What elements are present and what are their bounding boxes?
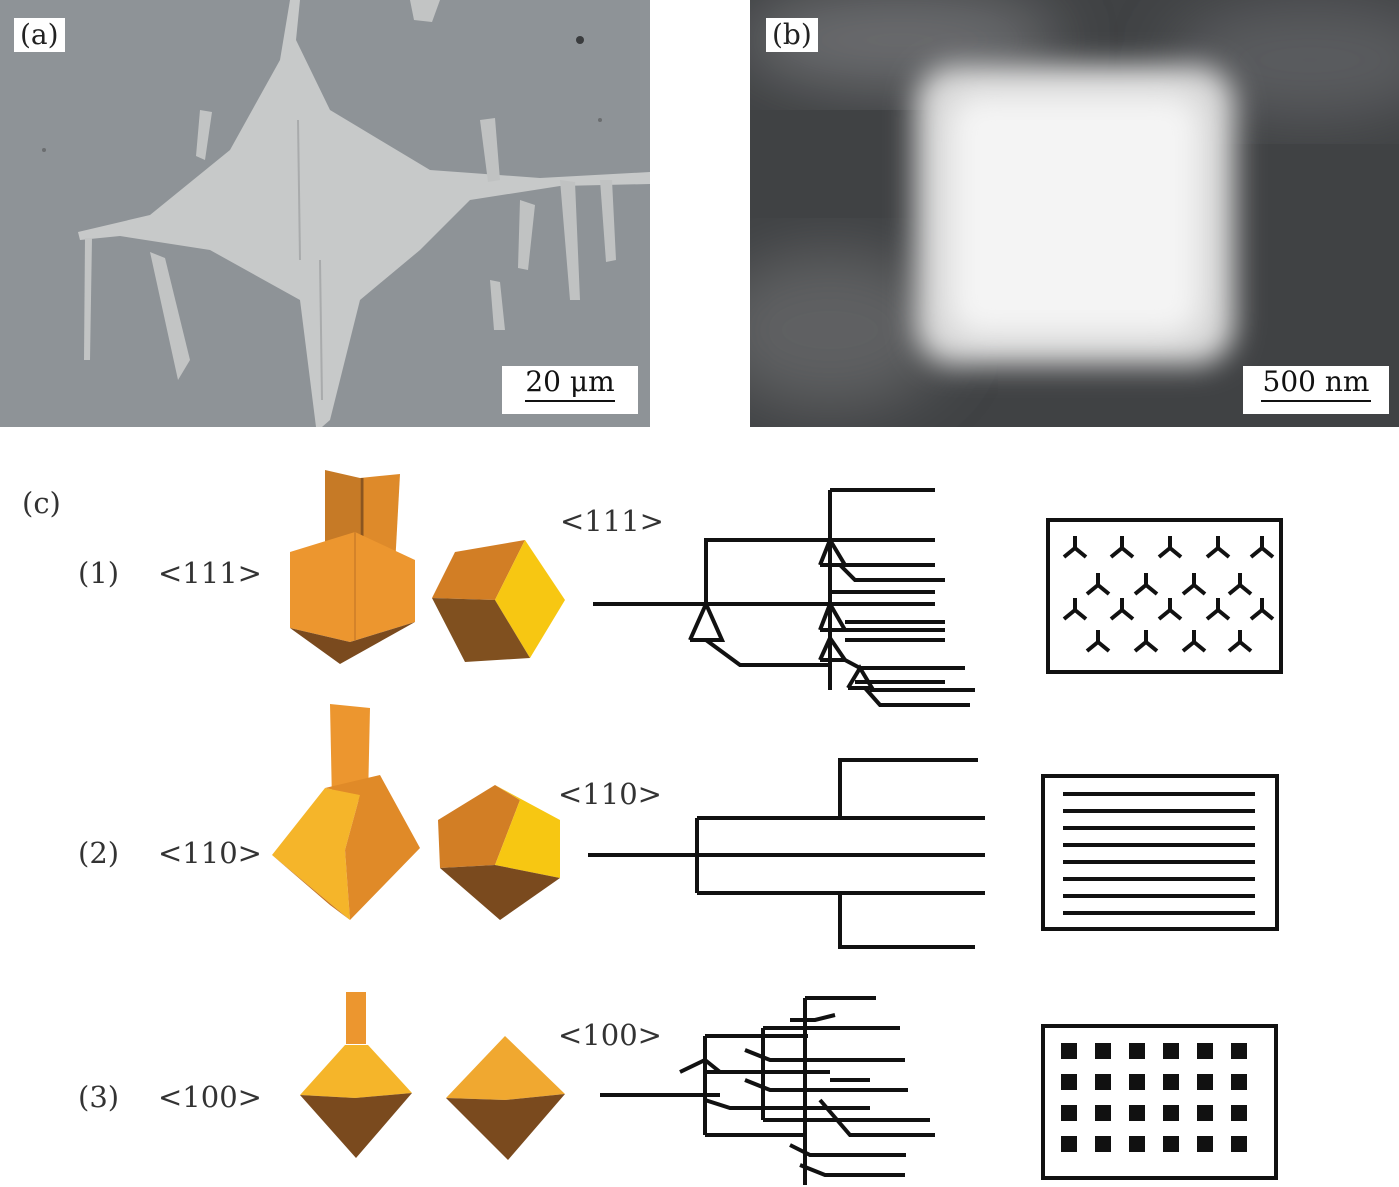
micrograph-a: [0, 0, 650, 427]
tripod-mark: [1181, 630, 1207, 653]
grid-square: [1163, 1105, 1179, 1121]
grid-square: [1163, 1074, 1179, 1090]
row-2-direction: <110>: [158, 836, 262, 870]
row-3-index: (3): [78, 1080, 120, 1114]
grid-square: [1129, 1105, 1145, 1121]
row-1-direction: <111>: [158, 556, 262, 590]
tripod-mark: [1227, 573, 1253, 596]
tripod-mark: [1181, 573, 1207, 596]
row-3-branch-label: <100>: [558, 1018, 662, 1052]
row-2-branch-label: <110>: [558, 777, 662, 811]
tripod-mark: [1085, 573, 1111, 596]
grid-square: [1129, 1136, 1145, 1152]
tripod-mark: [1085, 630, 1111, 653]
grid-square: [1163, 1136, 1179, 1152]
cube-particle-image: [750, 0, 1399, 427]
tripod-mark: [1249, 598, 1275, 621]
row-1-pattern-box: [1046, 518, 1283, 674]
tripod-mark: [1205, 536, 1231, 559]
panel-b-label: (b): [766, 18, 818, 52]
row-2-crystal-plain: [438, 785, 560, 920]
row-2-branch-tree: [588, 758, 985, 949]
tripod-mark: [1157, 598, 1183, 621]
grid-square: [1061, 1136, 1077, 1152]
grid-square: [1231, 1043, 1247, 1059]
grid-square: [1095, 1105, 1111, 1121]
scale-bar-b-text: 500 nm: [1262, 365, 1370, 398]
grid-square: [1231, 1136, 1247, 1152]
row-3-pattern-box: [1041, 1024, 1278, 1180]
row-1-tripod-marks: [1062, 536, 1275, 653]
grid-square: [1197, 1136, 1213, 1152]
grid-square: [1129, 1043, 1145, 1059]
grid-square: [1095, 1074, 1111, 1090]
tripod-mark: [1157, 536, 1183, 559]
tripod-mark: [1133, 573, 1159, 596]
grid-square: [1061, 1074, 1077, 1090]
row-1-branch-label: <111>: [560, 504, 664, 538]
row-2-index: (2): [78, 836, 120, 870]
panel-a-label: (a): [14, 18, 65, 52]
tripod-mark: [1109, 536, 1135, 559]
tripod-mark: [1133, 630, 1159, 653]
scale-bar-a-line: [525, 400, 615, 402]
grid-square: [1095, 1043, 1111, 1059]
row-3-branch-tree: [600, 996, 935, 1185]
row-2-parallel-lines: [1063, 792, 1255, 915]
scale-bar-b: 500 nm: [1243, 366, 1389, 414]
grid-square: [1129, 1074, 1145, 1090]
row-1-branch-tree: [593, 488, 975, 707]
grid-square: [1061, 1043, 1077, 1059]
micrograph-b: [750, 0, 1399, 427]
row-1-crystal-with-branch: [290, 470, 415, 664]
row-3-crystal-with-branch: [300, 992, 412, 1158]
row-3-crystal-plain: [446, 1036, 565, 1160]
tripod-mark: [1227, 630, 1253, 653]
tripod-mark: [1062, 536, 1088, 559]
dendrite-micrograph-image: [0, 0, 650, 427]
panel-c-label: (c): [22, 486, 61, 520]
grid-square: [1197, 1074, 1213, 1090]
grid-square: [1231, 1074, 1247, 1090]
row-2-pattern-box: [1041, 774, 1279, 931]
scale-bar-a: 20 μm: [502, 366, 638, 414]
row-2-crystal-with-branch: [272, 704, 420, 920]
row-1-index: (1): [78, 556, 120, 590]
row-1-crystal-plain: [432, 540, 565, 662]
grid-square: [1061, 1105, 1077, 1121]
tripod-mark: [1062, 598, 1088, 621]
grid-square: [1197, 1043, 1213, 1059]
grid-square: [1095, 1136, 1111, 1152]
grid-square: [1231, 1105, 1247, 1121]
scale-bar-b-line: [1261, 400, 1371, 402]
grid-square: [1197, 1105, 1213, 1121]
tripod-mark: [1249, 536, 1275, 559]
row-3-direction: <100>: [158, 1080, 262, 1114]
row-3-square-grid: [1061, 1043, 1247, 1152]
grid-square: [1163, 1043, 1179, 1059]
scale-bar-a-text: 20 μm: [525, 365, 615, 398]
tripod-mark: [1109, 598, 1135, 621]
tripod-mark: [1205, 598, 1231, 621]
